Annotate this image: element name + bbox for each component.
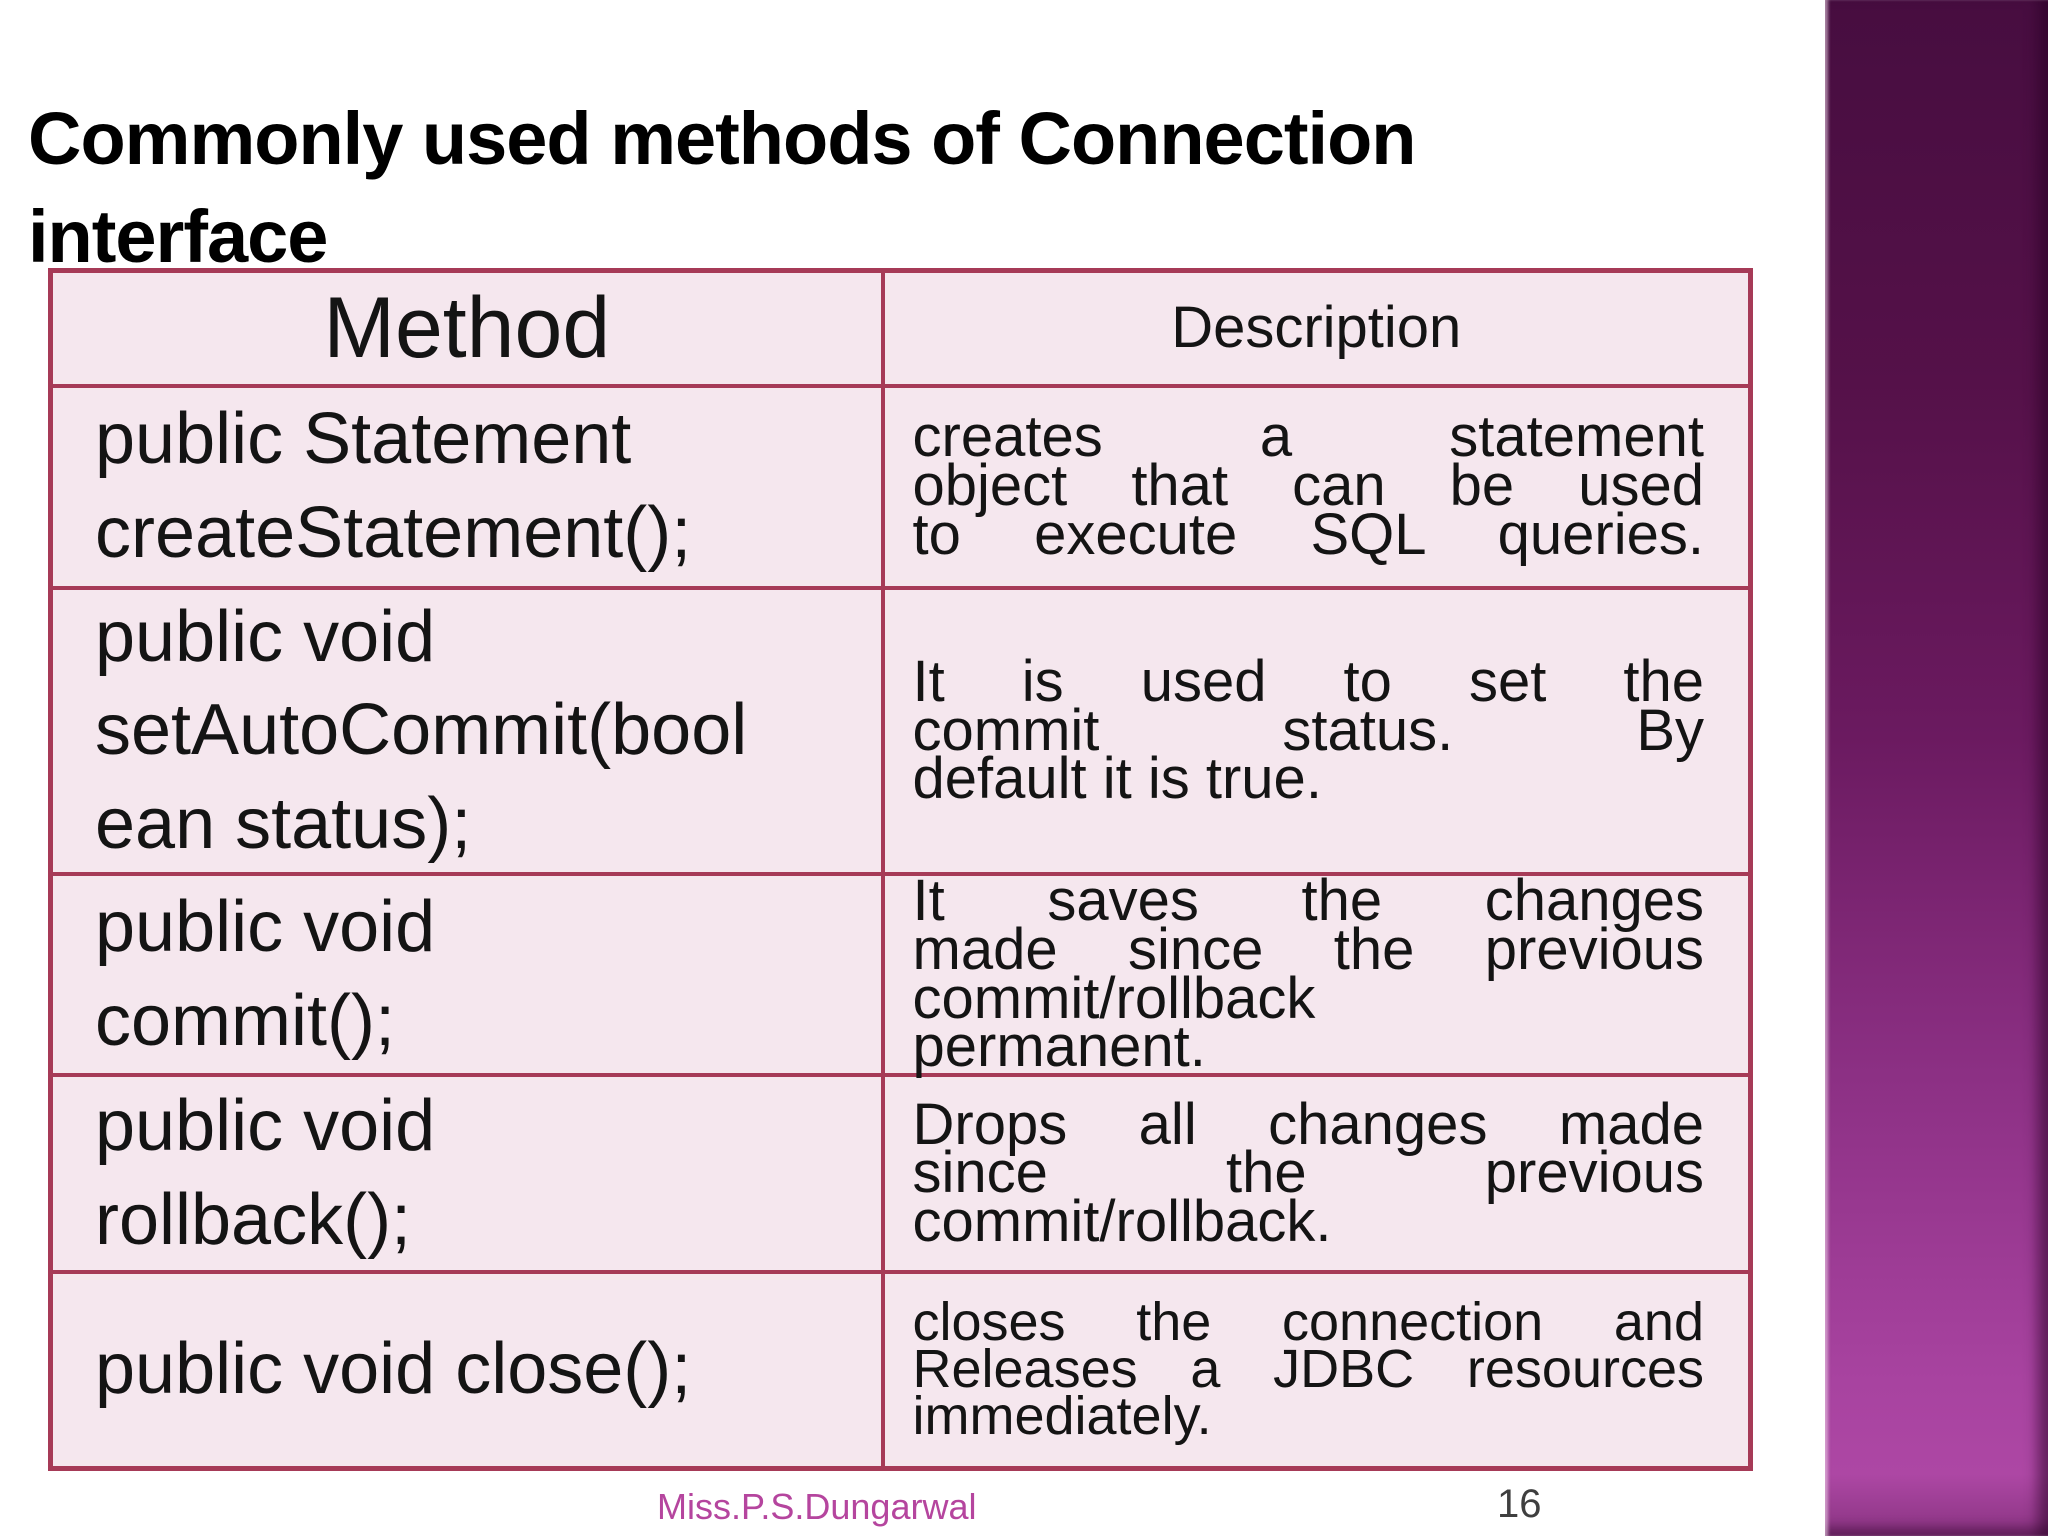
accent-bar xyxy=(1825,0,2048,1536)
text-line: object that can be used xyxy=(912,453,1705,519)
slide-title: Commonly used methods of Connection inter… xyxy=(28,90,1668,287)
text-line: Commonly used methods of Connection xyxy=(28,96,1416,180)
table-row: public void setAutoCommit(bool ean status)… xyxy=(48,585,1753,877)
method-cell: public void commit(); xyxy=(48,872,885,1078)
text-line: commit/rollback xyxy=(912,965,1316,1031)
text-line: It saves the changes xyxy=(912,868,1705,934)
text-line: closes the connection and xyxy=(912,1292,1705,1353)
method-cell: public void close(); xyxy=(48,1270,885,1471)
footer-author: Miss.P.S.Dungarwal xyxy=(657,1486,977,1527)
table-header-description: Description xyxy=(880,268,1753,388)
text-line: public void xyxy=(95,596,436,677)
text-line: creates a statement xyxy=(912,404,1705,470)
text-line: made since the previous xyxy=(912,917,1705,982)
text-line: since the previous xyxy=(912,1140,1705,1206)
table-row: public void rollback(); Drops all changes… xyxy=(48,1073,1753,1275)
method-cell: public void rollback(); xyxy=(48,1073,885,1275)
text-line: Releases a JDBC resources xyxy=(912,1339,1705,1400)
methods-table: Method Description public Statement creat… xyxy=(48,268,1753,1471)
text-line: commit(); xyxy=(95,980,395,1061)
text-line: public Statement xyxy=(95,398,632,479)
table-header-row: Method Description xyxy=(48,268,1753,388)
table-row: public Statement createStatement(); creat… xyxy=(48,383,1753,590)
text-line: public void close(); xyxy=(95,1329,692,1410)
text-line: interface xyxy=(28,194,328,278)
text-line: public void xyxy=(95,887,436,968)
table-row: public void commit(); It saves the change… xyxy=(48,868,1753,1080)
text-line: default it is true. xyxy=(912,746,1322,812)
table-header-method: Method xyxy=(48,268,885,388)
text-line: commit status. By xyxy=(912,697,1705,763)
text-line: public void xyxy=(95,1086,436,1167)
method-cell: public Statement createStatement(); xyxy=(48,383,885,590)
text-line: rollback(); xyxy=(95,1179,412,1260)
text-line: setAutoCommit(bool xyxy=(95,690,748,771)
text-line: immediately. xyxy=(912,1386,1212,1447)
text-line: Drops all changes made xyxy=(912,1091,1705,1157)
page-number: 16 xyxy=(1497,1482,1542,1526)
table-row: public void close(); closes the connecti… xyxy=(48,1270,1753,1471)
text-line: ean status); xyxy=(95,783,472,864)
text-line: It is used to set the xyxy=(912,648,1705,714)
text-line: to execute SQL queries. xyxy=(912,501,1705,567)
method-cell: public void setAutoCommit(bool ean status)… xyxy=(48,585,885,877)
text-line: commit/rollback. xyxy=(912,1189,1332,1255)
text-line: createStatement(); xyxy=(95,492,692,573)
text-line: permanent. xyxy=(912,1014,1206,1080)
